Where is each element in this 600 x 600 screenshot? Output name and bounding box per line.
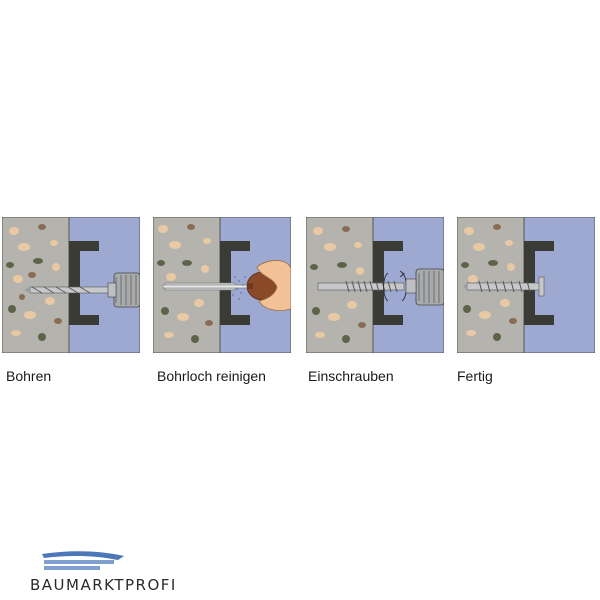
screw-head bbox=[538, 276, 545, 297]
step-panel-bohrloch-reinigen bbox=[153, 217, 291, 353]
drill-machine bbox=[107, 272, 140, 308]
dust-particles bbox=[232, 276, 246, 300]
finished-illustration bbox=[457, 217, 595, 353]
mounting-profile bbox=[524, 241, 554, 325]
concrete-screw bbox=[317, 280, 405, 293]
step-label-fertig: Fertig bbox=[457, 368, 493, 384]
mounting-profile bbox=[373, 241, 403, 325]
step-label-bohren: Bohren bbox=[6, 368, 52, 384]
screwing-illustration bbox=[306, 217, 444, 353]
baumarktprofi-logo: BAUMARKTPROFI bbox=[28, 548, 175, 596]
drilling-illustration bbox=[2, 217, 140, 353]
drill-bit bbox=[24, 286, 117, 294]
mounting-profile bbox=[220, 241, 250, 325]
concrete-aggregate-stones bbox=[461, 224, 517, 341]
step-label-bohrloch-reinigen: Bohrloch reinigen bbox=[157, 368, 266, 384]
cleaning-illustration bbox=[153, 217, 291, 353]
logo-text: BAUMARKTPROFI bbox=[30, 576, 177, 594]
hand bbox=[256, 260, 291, 311]
concrete-aggregate-stones bbox=[157, 224, 213, 343]
step-panel-bohren bbox=[2, 217, 140, 353]
concrete-aggregate-stones bbox=[310, 226, 366, 343]
mounting-profile bbox=[69, 241, 99, 325]
installed-screw bbox=[463, 276, 545, 297]
drill-machine bbox=[405, 268, 444, 306]
step-label-einschrauben: Einschrauben bbox=[308, 368, 394, 384]
roof-swoosh-icon bbox=[42, 551, 124, 570]
concrete-aggregate-stones bbox=[6, 224, 62, 341]
step-panel-fertig bbox=[457, 217, 595, 353]
step-panel-einschrauben bbox=[306, 217, 444, 353]
